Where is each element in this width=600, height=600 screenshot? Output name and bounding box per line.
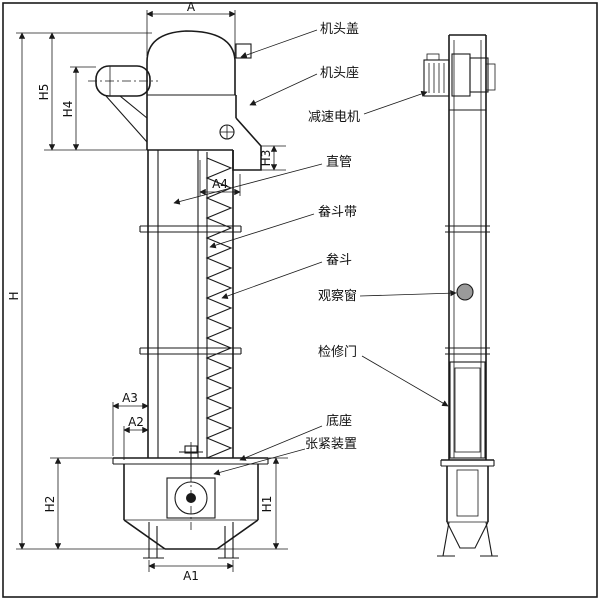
- dim-label-A3: A3: [122, 391, 138, 405]
- elevator-front-view: [88, 30, 269, 559]
- label-head-base: 机头座: [320, 66, 359, 81]
- bucket-belt-and-buckets: [205, 152, 233, 459]
- label-observation-window: 观察窗: [318, 288, 357, 304]
- dim-label-H2: H2: [43, 496, 57, 513]
- side-view-joints: [445, 109, 490, 355]
- label-straight-pipe: 直管: [326, 155, 352, 170]
- dim-label-H3: H3: [259, 150, 273, 167]
- trunk-flange-joints: [139, 225, 242, 355]
- label-inspection-door: 检修门: [318, 345, 357, 360]
- label-tension-device: 张紧装置: [305, 437, 357, 452]
- side-view-boot: [437, 459, 498, 557]
- pulley-shaft: [186, 493, 196, 503]
- label-bucket: 畚斗: [326, 253, 352, 268]
- tension-pulley: [174, 481, 208, 515]
- observation-window-shape: [456, 283, 474, 301]
- inspection-door-shape: [449, 361, 486, 459]
- dim-label-H: H: [7, 291, 21, 300]
- drive-motor: [88, 65, 158, 143]
- tension-device-assembly: [166, 442, 216, 530]
- part-labels: 机头盖 机头座 减速电机 直管 畚斗带 畚斗 观察窗 检修门 底座 张紧装置: [173, 22, 457, 476]
- dimension-annotations: A H H5 H4 H3 A4 A3 A2 H2 H1 A1: [7, 0, 288, 583]
- leader-lines: [173, 29, 457, 476]
- dim-label-A1: A1: [183, 569, 199, 583]
- label-gear-motor: 减速电机: [308, 110, 360, 125]
- label-base: 底座: [326, 413, 352, 429]
- extension-lines: [16, 10, 288, 572]
- label-head-cover: 机头盖: [320, 22, 359, 37]
- elevator-side-view: [423, 34, 498, 557]
- dim-label-A: A: [187, 0, 196, 14]
- dim-label-A2: A2: [128, 415, 144, 429]
- dim-label-H5: H5: [37, 84, 51, 101]
- dim-label-H1: H1: [260, 496, 274, 513]
- dimension-lines: [18, 10, 280, 570]
- dim-label-H4: H4: [61, 101, 75, 118]
- side-view-motor: [423, 53, 496, 97]
- buckets-zigzag: [205, 157, 233, 459]
- label-bucket-belt: 畚斗带: [318, 205, 357, 220]
- head-housing: [146, 95, 262, 171]
- support-legs: [143, 522, 239, 559]
- dim-label-A4: A4: [212, 177, 228, 191]
